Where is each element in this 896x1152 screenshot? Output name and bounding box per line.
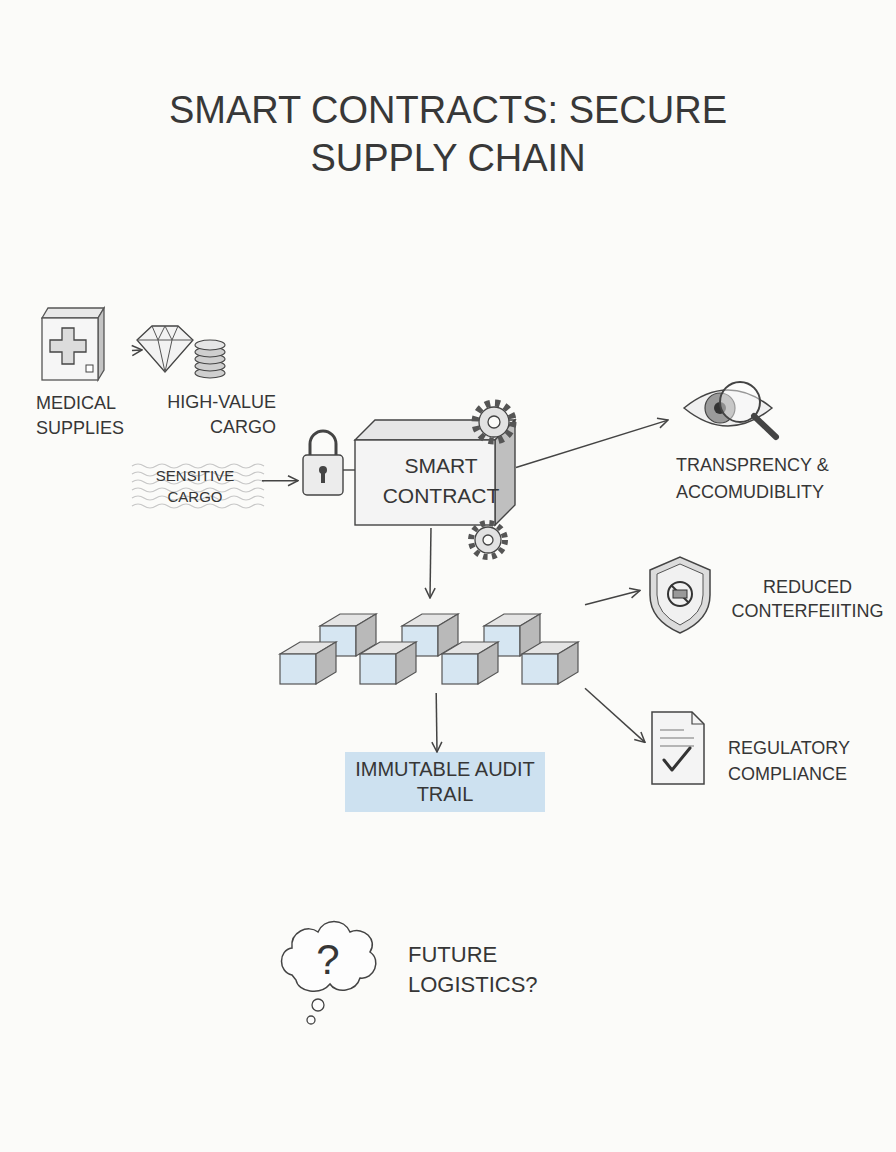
gear-teeth <box>471 523 505 557</box>
gear-hub <box>488 416 500 428</box>
flow-arrow <box>132 349 142 351</box>
cube-front <box>355 440 495 525</box>
shield-outline <box>650 557 710 633</box>
box-side <box>98 308 104 380</box>
box-label <box>86 365 93 372</box>
diagram-node: REDUCED CONTERFEIITING <box>640 552 890 634</box>
node-label: ? <box>280 935 376 985</box>
flow-arrow <box>585 591 640 605</box>
block <box>280 642 336 684</box>
block <box>522 642 578 684</box>
flow-arrow <box>262 480 298 482</box>
document-fold <box>692 712 704 724</box>
diamond-outline <box>137 326 193 372</box>
check-mark <box>664 748 690 770</box>
node-label: REGULATORY COMPLIANCE <box>728 735 858 787</box>
flow-arrow <box>435 693 437 752</box>
flow-arrow <box>516 420 668 467</box>
document-icon <box>652 712 704 784</box>
document-lines <box>660 730 694 746</box>
shield-icon <box>650 557 710 633</box>
padlock-link <box>343 469 355 470</box>
padlock-body <box>303 455 343 495</box>
diamond-facets <box>137 326 193 372</box>
node-label: MEDICAL SUPPLIES <box>36 391 132 441</box>
prohibition-slash <box>671 585 689 603</box>
diagram-title: SMART CONTRACTS: SECURE SUPPLY CHAIN <box>168 86 728 182</box>
box-top <box>42 308 104 318</box>
gear-teeth <box>475 403 513 441</box>
bubble-dot <box>312 999 324 1011</box>
eye-magnifier-icon <box>684 382 776 437</box>
medical-box-icon <box>42 308 104 380</box>
diamond-icon <box>137 326 193 372</box>
diagram-node: TRANSPRENCY & ACCOMUDIBLITY <box>668 372 848 502</box>
document-page <box>652 712 704 784</box>
gear-body <box>479 407 509 437</box>
gear-icon <box>475 403 513 441</box>
padlock-shackle <box>310 431 336 456</box>
blockchain-blocks <box>280 614 578 684</box>
box-front <box>42 318 98 380</box>
block <box>360 642 416 684</box>
diagram-node: SMART CONTRACT <box>298 418 516 528</box>
node-label: FUTURE LOGISTICS? <box>408 940 558 1000</box>
counterfeit-item <box>673 590 687 598</box>
bubble-dot <box>307 1016 315 1024</box>
keyhole-slot <box>321 472 325 483</box>
gear-icon <box>471 523 505 557</box>
diagram-node: IMMUTABLE AUDIT TRAIL <box>345 752 545 812</box>
diagram-node: SENSITIVE CARGO <box>128 460 262 512</box>
diagram-node: HIGH-VALUE CARGO <box>142 320 282 435</box>
medical-cross <box>50 328 86 364</box>
gear-hub <box>483 535 493 545</box>
flow-arrow <box>429 528 431 598</box>
flow-arrow <box>585 688 645 742</box>
diagram-node: REGULATORY COMPLIANCE <box>645 705 860 790</box>
prohibition-circle <box>668 582 692 606</box>
node-label: IMMUTABLE AUDIT TRAIL <box>355 757 535 807</box>
shield-inner <box>657 564 703 625</box>
gear-body <box>475 527 501 553</box>
block <box>442 642 498 684</box>
diagram-node: ? FUTURE LOGISTICS? <box>280 918 560 1028</box>
node-label: SENSITIVE CARGO <box>128 465 262 507</box>
node-label: HIGH-VALUE CARGO <box>142 390 276 440</box>
padlock-icon <box>303 431 355 495</box>
diagram-node <box>275 598 585 693</box>
coin <box>195 340 225 350</box>
coin-stack-icon <box>195 340 225 378</box>
node-label: TRANSPRENCY & ACCOMUDIBLITY <box>676 452 848 506</box>
magnifier-handle <box>754 416 776 437</box>
diagram-node: MEDICAL SUPPLIES <box>36 305 132 443</box>
node-label: REDUCED CONTERFEIITING <box>725 575 890 623</box>
node-label: SMART CONTRACT <box>371 451 511 511</box>
